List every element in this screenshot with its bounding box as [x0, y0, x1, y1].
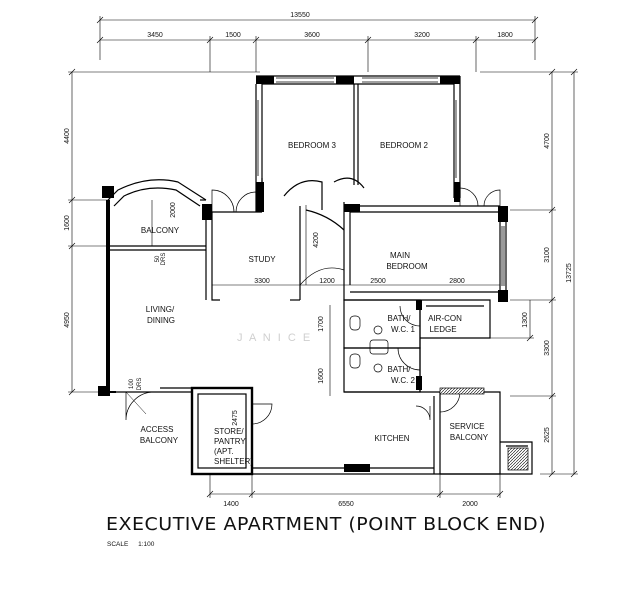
dim-top-5: 1800 — [497, 32, 513, 39]
label-store-1: STORE/ — [214, 427, 244, 436]
label-balcony: BALCONY — [141, 226, 180, 235]
room-labels: BEDROOM 3 BEDROOM 2 BALCONY STUDY MAIN B… — [140, 141, 489, 466]
dim-bath2-depth: 1600 — [318, 368, 325, 384]
columns — [98, 76, 508, 472]
label-bath1-2: W.C. 1 — [391, 325, 416, 334]
scale-label: SCALE — [107, 541, 129, 548]
label-bedroom-3: BEDROOM 3 — [288, 141, 337, 150]
dim-top-4: 3200 — [414, 32, 430, 39]
dim-right-1: 4700 — [544, 133, 551, 149]
label-access-1: ACCESS — [141, 425, 174, 434]
label-aircon-1: AIR-CON — [428, 314, 462, 323]
walls — [100, 75, 533, 476]
dim-aircon-depth: 1300 — [522, 312, 529, 328]
dim-balcony-depth: 2000 — [170, 202, 177, 218]
toilet-icon — [349, 315, 361, 331]
dim-overall-width: 13550 — [290, 12, 310, 19]
label-bath1-1: BATH/ — [388, 314, 412, 323]
dim-study-width: 3300 — [254, 278, 270, 285]
dim-top-3: 3600 — [304, 32, 320, 39]
dim-main-bed-a: 2500 — [370, 278, 386, 285]
label-kitchen: KITCHEN — [374, 434, 409, 443]
dim-left-2: 1600 — [64, 215, 71, 231]
dim-access-door: 100 — [129, 378, 135, 389]
label-main-bedroom-1: MAIN — [390, 251, 410, 260]
label-access-2: BALCONY — [140, 436, 179, 445]
label-living-2: DINING — [147, 316, 175, 325]
dim-overall-height: 13725 — [566, 263, 573, 283]
dimension-labels: 13550 3450 1500 3600 3200 1800 4400 1600… — [64, 12, 573, 508]
watermark: J A N I C E — [237, 332, 312, 344]
label-bedroom-2: BEDROOM 2 — [380, 141, 429, 150]
bath-fixtures — [349, 315, 529, 471]
label-living-1: LIVING/ — [146, 305, 175, 314]
label-store-3: (APT. — [214, 447, 234, 456]
dimension-lines — [68, 16, 578, 498]
dim-bottom-3: 2000 — [462, 501, 478, 508]
label-service-1: SERVICE — [450, 422, 485, 431]
label-bath2-2: W.C. 2 — [391, 376, 416, 385]
label-bath2-1: BATH/ — [388, 365, 412, 374]
label-store-2: PANTRY — [214, 437, 246, 446]
dim-left-1: 4400 — [64, 128, 71, 144]
tag-access-drs: DRS — [137, 378, 143, 391]
dim-corridor-length: 4200 — [313, 232, 320, 248]
dim-corridor-width: 1200 — [319, 278, 335, 285]
dim-left-3: 4950 — [64, 312, 71, 328]
label-main-bedroom-2: BEDROOM — [386, 262, 428, 271]
dim-main-bed-b: 2800 — [449, 278, 465, 285]
doors — [125, 187, 501, 425]
sink-icon — [369, 339, 389, 355]
label-study: STUDY — [248, 255, 276, 264]
dim-right-2: 3100 — [544, 247, 551, 263]
dim-bath1-depth: 1700 — [318, 316, 325, 332]
dim-bottom-2: 6550 — [338, 501, 354, 508]
label-store-4: SHELTER) — [214, 457, 253, 466]
dim-right-4: 2625 — [544, 427, 551, 443]
toilet-2-icon — [349, 353, 361, 369]
label-service-2: BALCONY — [450, 433, 489, 442]
scale-value: 1:100 — [138, 541, 155, 548]
dim-right-3: 3300 — [544, 340, 551, 356]
label-aircon-2: LEDGE — [429, 325, 456, 334]
windows — [257, 77, 505, 286]
dim-store-depth: 2475 — [232, 410, 239, 426]
tag-balcony-drs: DRS — [161, 253, 167, 266]
drawing-title: EXECUTIVE APARTMENT (POINT BLOCK END) — [106, 514, 547, 535]
dim-bottom-1: 1400 — [223, 501, 239, 508]
drawing-scale: SCALE 1:100 — [107, 541, 154, 548]
dim-top-1: 3450 — [147, 32, 163, 39]
dim-balcony-door: 50 — [155, 255, 161, 262]
dim-top-2: 1500 — [225, 32, 241, 39]
